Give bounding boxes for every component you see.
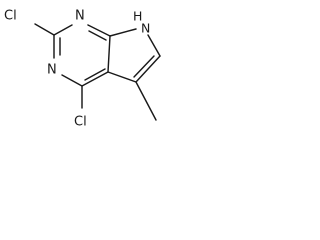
bond-c2-n1: [53, 24, 73, 36]
atom-n3: N: [47, 63, 57, 78]
atom-cl-bottom: Cl: [74, 115, 87, 130]
atom-nh-n: N: [141, 21, 150, 36]
bond-c6-c5: [135, 55, 161, 83]
bond-n7-c6: [147, 34, 161, 57]
bond-c5-methyl: [135, 81, 157, 121]
bond-c4a-c7a: [107, 35, 111, 73]
atom-n1: N: [75, 9, 85, 24]
structure-diagram: Cl N N H N Cl: [4, 9, 161, 130]
bond-c2-cl: [34, 23, 55, 36]
bond-n1-c7a-double: [88, 30, 107, 41]
bond-c4-c4a: [81, 71, 109, 87]
bond-c7a-n7: [109, 28, 137, 37]
bond-n1-c7a: [87, 24, 111, 37]
bond-c6-c5-double: [133, 55, 155, 78]
atom-cl-top: Cl: [4, 9, 17, 24]
bond-c4-c4a-double: [84, 68, 106, 81]
bond-c5-c4a: [107, 71, 137, 83]
molecule-structure: Cl N N H N Cl: [0, 0, 184, 141]
atom-nh-h: H: [133, 9, 142, 24]
bond-n3-c4: [61, 74, 83, 87]
